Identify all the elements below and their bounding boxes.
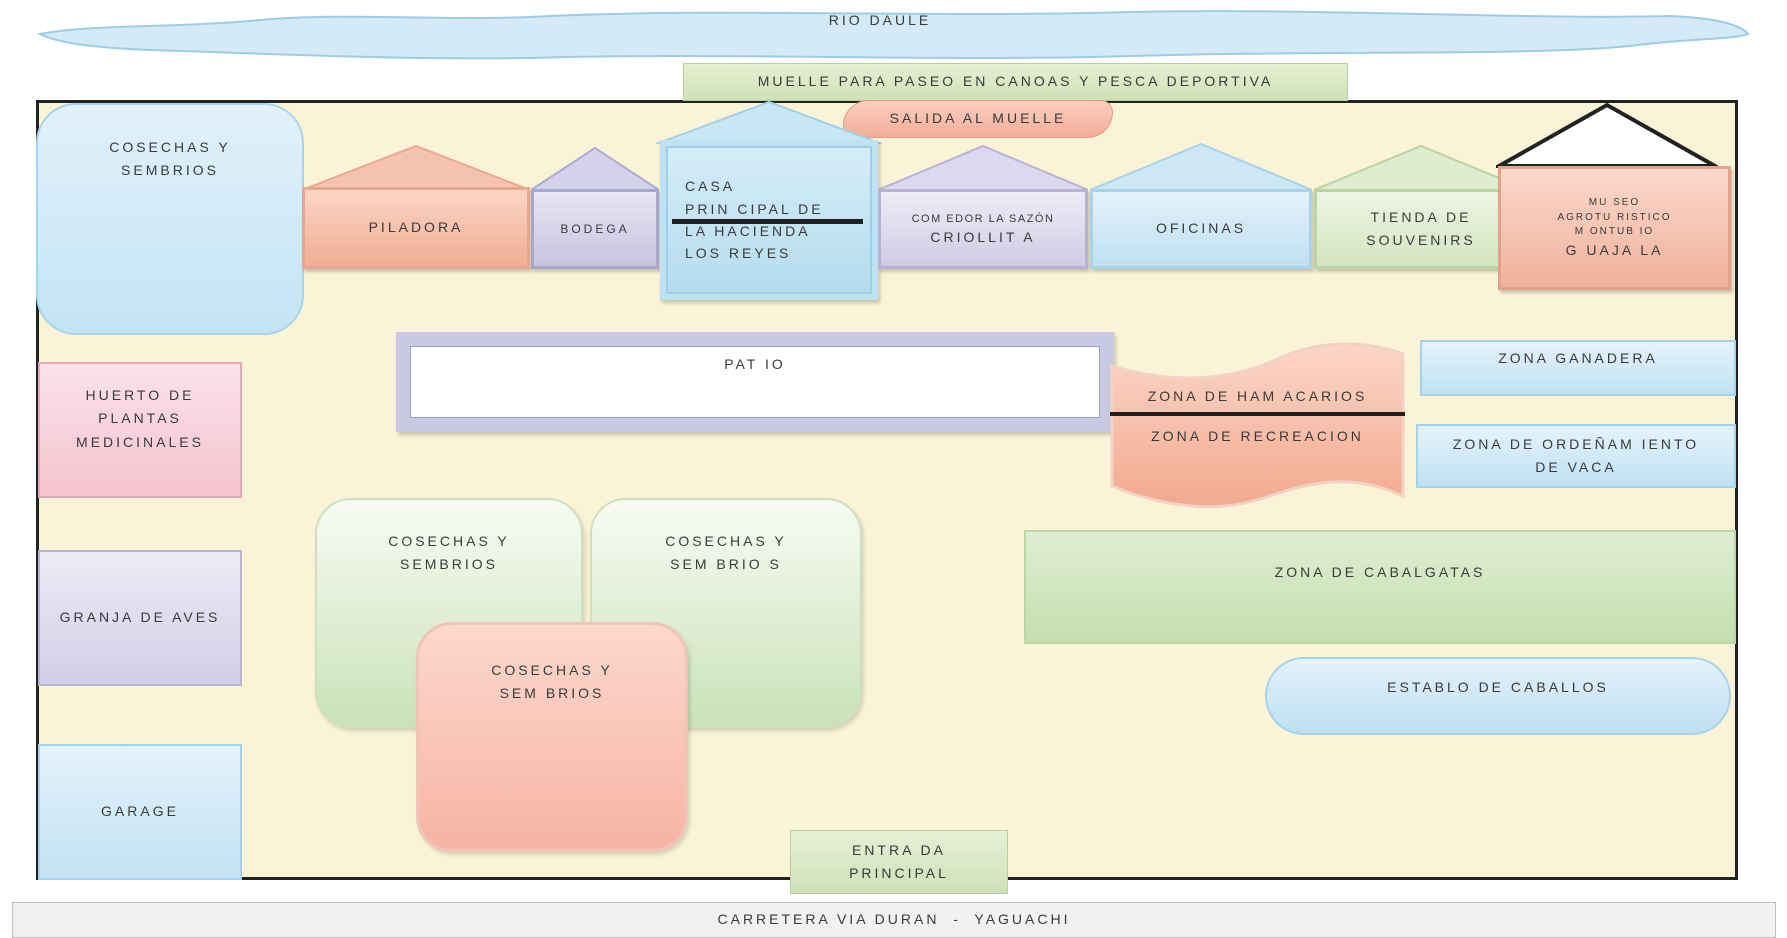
casa-divider-line — [672, 219, 863, 224]
entrada-line-1: ENTRA DA — [851, 841, 946, 858]
piladora-label: PILADORA — [368, 219, 464, 236]
ordenamiento-line-1: ZONA DE ORDEÑAM IENTO — [1452, 435, 1700, 452]
huerto-line-1: HUERTO DE — [85, 387, 195, 404]
cosechas-a-line-1: COSECHAS Y — [388, 532, 510, 549]
casa-roof — [656, 100, 882, 144]
huerto-line-3: MEDICINALES — [76, 433, 204, 450]
tienda-roof — [1314, 144, 1528, 190]
piladora-roof — [302, 144, 530, 190]
river-shape — [36, 10, 1750, 60]
zona-ganadera: ZONA GANADERA — [1420, 340, 1736, 396]
comedor-roof — [878, 144, 1088, 190]
granja-de-aves: GRANJA DE AVES — [38, 550, 242, 686]
casa-line-2: PRIN CIPAL DE — [685, 200, 824, 217]
comedor-line-2: CRIOLLIT A — [930, 229, 1036, 245]
entrada-principal: ENTRA DA PRINCIPAL — [790, 830, 1008, 894]
ordenamiento-line-2: DE VACA — [1535, 459, 1617, 475]
oficinas-roof — [1090, 142, 1312, 190]
establo-de-caballos: ESTABLO DE CABALLOS — [1265, 657, 1731, 735]
huerto-line-2: PLANTAS — [98, 410, 182, 427]
ganadera-label: ZONA GANADERA — [1498, 350, 1658, 367]
museo-roof — [1496, 102, 1718, 168]
cosechas-a-line-2: SEMBRIOS — [400, 556, 498, 572]
river-label: RIO DAULE — [828, 12, 932, 29]
casa-line-3: LA HACIENDA — [685, 223, 811, 239]
patio-label: PAT IO — [724, 356, 786, 373]
museo-line-2: AGROTU RISTICO — [1557, 211, 1672, 223]
bodega-building: BODEGA — [531, 189, 659, 269]
casa-line-1: CASA — [685, 178, 736, 195]
tienda-souvenirs-building: TIENDA DE SOUVENIRS — [1314, 189, 1528, 269]
comedor-line-1: COM EDOR LA SAZÓN — [911, 213, 1055, 225]
salida-al-muelle: SALIDA AL MUELLE — [843, 100, 1113, 138]
cosechas-line-1: COSECHAS Y — [109, 138, 231, 155]
patio-area: PAT IO — [396, 332, 1114, 432]
establo-label: ESTABLO DE CABALLOS — [1387, 679, 1609, 696]
muelle-dock: MUELLE PARA PASEO EN CANOAS Y PESCA DEPO… — [683, 63, 1348, 101]
huerto-plantas-medicinales: HUERTO DE PLANTAS MEDICINALES — [38, 362, 242, 498]
garage: GARAGE — [38, 744, 242, 880]
cabalgatas-label: ZONA DE CABALGATAS — [1274, 564, 1486, 581]
cosechas-sembrios-field-c: COSECHAS Y SEM BRIOS — [416, 622, 688, 852]
carretera-road: CARRETERA VIA DURAN - YAGUACHI — [12, 902, 1776, 938]
piladora-building: PILADORA — [302, 187, 530, 269]
tienda-line-2: SOUVENIRS — [1366, 232, 1476, 248]
zona-recreacion-label: ZONA DE RECREACION — [1151, 428, 1364, 445]
garage-label: GARAGE — [101, 803, 179, 820]
granja-label: GRANJA DE AVES — [59, 609, 221, 626]
cosechas-line-2: SEMBRIOS — [121, 162, 219, 178]
cosechas-b-line-2: SEM BRIO S — [670, 556, 782, 572]
comedor-building: COM EDOR LA SAZÓN CRIOLLIT A — [878, 189, 1088, 269]
hamacarios-divider-line — [1110, 412, 1405, 416]
casa-line-4: LOS REYES — [685, 245, 792, 262]
museo-building: MU SEO AGROTU RISTICO M ONTUB IO G UAJA … — [1498, 166, 1731, 290]
zona-ordenamiento: ZONA DE ORDEÑAM IENTO DE VACA — [1416, 424, 1736, 488]
museo-line-3: M ONTUB IO — [1574, 226, 1655, 238]
museo-line-1: MU SEO — [1588, 197, 1641, 209]
zona-hamacarios-label: ZONA DE HAM ACARIOS — [1147, 388, 1368, 405]
oficinas-building: OFICINAS — [1090, 189, 1312, 269]
museo-line-4: G UAJA LA — [1565, 241, 1664, 258]
bodega-label: BODEGA — [560, 222, 630, 236]
cosechas-sembrios-top-left: COSECHAS Y SEMBRIOS — [36, 103, 304, 335]
tienda-line-1: TIENDA DE — [1370, 208, 1472, 225]
cosechas-c-line-1: COSECHAS Y — [491, 661, 613, 678]
entrada-line-2: PRINCIPAL — [849, 865, 949, 881]
cosechas-c-line-2: SEM BRIOS — [499, 685, 605, 701]
oficinas-label: OFICINAS — [1155, 220, 1247, 237]
hamacarios-recreacion-shape — [1110, 342, 1405, 508]
zona-cabalgatas: ZONA DE CABALGATAS — [1024, 530, 1736, 644]
cosechas-b-line-1: COSECHAS Y — [665, 532, 787, 549]
bodega-roof — [531, 146, 659, 190]
